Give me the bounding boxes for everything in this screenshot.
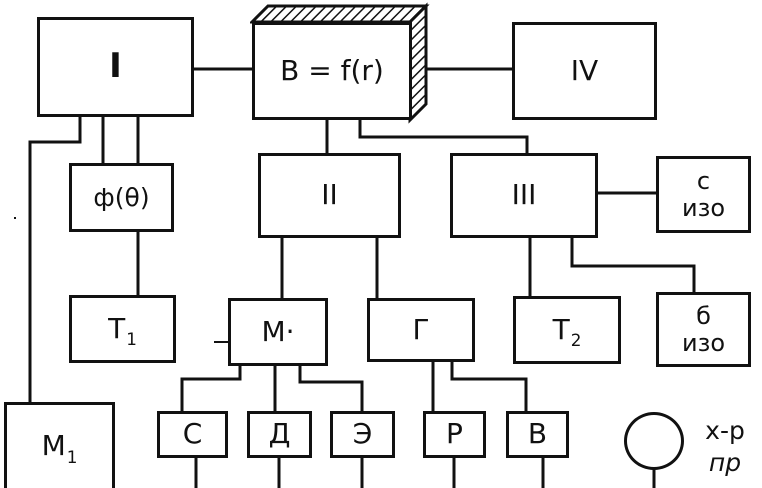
block-T2-sub: 2 <box>570 330 582 351</box>
block-M1-main: М <box>41 429 66 463</box>
block-phi-label: ф(θ) <box>93 182 150 212</box>
block-S-label: С <box>182 417 203 451</box>
block-M1-sub: 1 <box>66 446 78 467</box>
block-S: С <box>157 411 228 458</box>
block-III-label: III <box>511 178 537 212</box>
block-T1-sub: 1 <box>126 329 137 350</box>
block-II: II <box>258 153 401 238</box>
block-G-label: Г <box>412 312 430 346</box>
block-T2-label: Т2 <box>552 312 582 350</box>
block-I: I <box>37 17 194 117</box>
block-b-iso: б изо <box>656 292 751 367</box>
block-b-iso-line2: изо <box>681 328 726 357</box>
block-c-iso-line2: изо <box>681 193 726 222</box>
block-M: М· <box>228 298 328 366</box>
block-B-label: B = f(r) <box>280 53 384 87</box>
block-IV-label: IV <box>570 53 599 87</box>
block-III: III <box>450 153 598 238</box>
block-b-iso-line1: б <box>696 302 711 331</box>
block-M1: М1 <box>4 402 115 488</box>
block-II-label: II <box>321 178 338 212</box>
block-T1-main: Т <box>108 311 126 345</box>
block-T2: Т2 <box>513 296 621 364</box>
block-c-iso: с изо <box>656 156 751 233</box>
block-E-label: Э <box>352 417 373 451</box>
block-V-label: В <box>527 417 548 451</box>
block-V: В <box>506 411 569 458</box>
block-T1: Т1 <box>69 295 176 363</box>
block-T1-label: Т1 <box>108 311 137 349</box>
circle-legend-line2: пр <box>708 448 742 477</box>
block-D-label: Д <box>268 417 291 451</box>
block-phi: ф(θ) <box>69 163 174 232</box>
block-T2-main: Т <box>552 312 570 346</box>
block-M1-label: М1 <box>41 429 78 466</box>
block-c-iso-line1: с <box>696 167 711 196</box>
circle-symbol <box>624 412 684 470</box>
block-B: B = f(r) <box>252 22 412 120</box>
block-R: Р <box>423 411 486 458</box>
block-M-label: М· <box>261 314 295 348</box>
block-E: Э <box>330 411 395 458</box>
block-IV: IV <box>512 22 657 120</box>
block-R-label: Р <box>446 417 463 451</box>
block-I-label: I <box>109 46 122 87</box>
block-G: Г <box>367 298 475 362</box>
block-D: Д <box>247 411 312 458</box>
circle-legend-line1: х-р <box>705 416 745 445</box>
